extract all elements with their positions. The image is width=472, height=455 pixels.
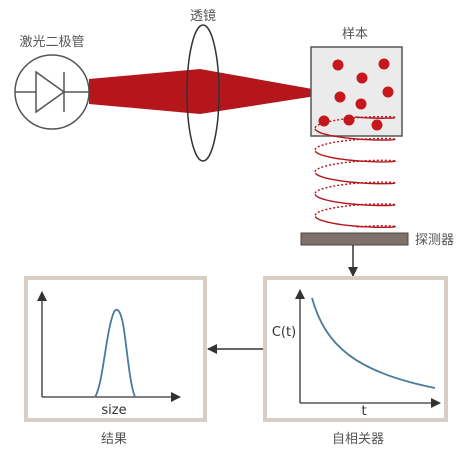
spiral-back-segment bbox=[354, 224, 395, 228]
autocorrelator-panel bbox=[263, 276, 448, 422]
spiral-back-segment bbox=[314, 181, 396, 195]
spiral-back-segment bbox=[314, 115, 396, 129]
lens-icon bbox=[186, 24, 220, 162]
size-distribution-curve bbox=[94, 308, 136, 398]
scattered-light-spiral bbox=[314, 115, 397, 229]
result-x-axis-label: size bbox=[101, 403, 126, 418]
sample-particles bbox=[318, 58, 394, 131]
result-label: 结果 bbox=[101, 432, 127, 447]
autocorrelator-axes bbox=[295, 289, 441, 408]
correlation-decay-curve bbox=[311, 297, 436, 389]
autocorrelator-x-axis-label: t bbox=[361, 404, 366, 419]
spiral-back-segment bbox=[314, 137, 396, 152]
spiral-front-segment bbox=[314, 172, 396, 185]
detector-bar bbox=[300, 232, 409, 246]
lens-label: 透镜 bbox=[190, 9, 216, 24]
spiral-front-segment bbox=[314, 150, 397, 163]
laser-diode-label: 激光二极管 bbox=[19, 35, 84, 50]
spiral-back-segment bbox=[314, 203, 396, 217]
spiral-front-segment bbox=[314, 216, 397, 229]
laser-beam bbox=[89, 69, 335, 114]
detector-label: 探测器 bbox=[415, 233, 454, 248]
result-axes bbox=[37, 291, 181, 402]
autocorrelator-label: 自相关器 bbox=[332, 432, 384, 447]
laser-diode-icon bbox=[14, 54, 90, 130]
result-panel bbox=[24, 276, 207, 422]
sample-label: 样本 bbox=[342, 27, 368, 42]
spiral-back-segment bbox=[314, 159, 395, 174]
autocorrelator-y-axis-label: C(t) bbox=[272, 325, 296, 340]
